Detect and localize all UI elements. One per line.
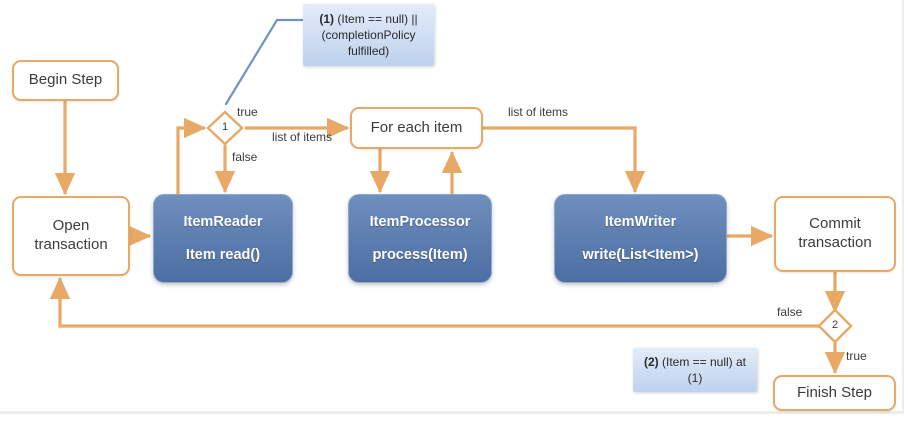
note-1-ref: (1)	[319, 11, 335, 26]
item-processor-name: ItemProcessor	[369, 214, 471, 230]
node-open-transaction[interactable]: Open transaction	[12, 196, 130, 276]
edge-label-true-1: true	[237, 105, 258, 119]
item-reader-name: ItemReader	[183, 214, 263, 230]
edge-foreach-to-writer	[483, 126, 646, 194]
item-writer-name: ItemWriter	[604, 214, 677, 230]
edge-reader-to-decision1	[176, 117, 207, 196]
note-2-ref: (2)	[643, 354, 659, 369]
callout-note-1: (1) (Item == null) || (completionPolicy …	[303, 4, 434, 66]
edge-label-true-2: true	[846, 349, 867, 363]
item-reader-method: Item read()	[185, 247, 261, 263]
decision-2-label: 2	[831, 319, 839, 331]
note-2-line2: (1)	[687, 371, 703, 385]
edge-label-list-of-items-2: list of items	[508, 105, 569, 119]
node-begin-step[interactable]: Begin Step	[12, 60, 119, 101]
decision-diamond-2	[817, 308, 853, 344]
commit-transaction-label-line2: transaction	[798, 234, 872, 251]
edge-label-list-of-items-1: list of items	[272, 130, 333, 144]
for-each-item-label: For each item	[370, 118, 463, 136]
item-writer-method: write(List<Item>)	[582, 247, 699, 263]
canvas-frame	[0, 0, 904, 414]
finish-step-label: Finish Step	[796, 383, 873, 401]
note-1-line3: fulfilled)	[347, 44, 390, 59]
leader-line-note-1	[224, 18, 305, 106]
decision-diamond-1	[206, 110, 244, 146]
edge-decision2-false-to-open	[49, 276, 820, 328]
decision-1-label: 1	[221, 121, 229, 133]
note-1-line1: (Item == null) ||	[337, 11, 418, 26]
edge-label-false-1: false	[232, 150, 258, 164]
commit-transaction-label-line1: Commit	[809, 215, 861, 233]
edge-label-false-2: false	[777, 305, 803, 319]
open-transaction-label-line1: Open	[52, 217, 90, 235]
component-item-processor[interactable]: ItemProcessor process(Item)	[348, 194, 492, 283]
node-finish-step[interactable]: Finish Step	[773, 375, 896, 411]
node-for-each-item[interactable]: For each item	[350, 107, 483, 149]
item-processor-method: process(Item)	[372, 247, 468, 263]
node-commit-transaction[interactable]: Commit transaction	[774, 196, 896, 272]
note-2-line1: (Item == null) at	[661, 354, 747, 369]
note-1-line2: (completionPolicy	[321, 27, 416, 42]
begin-step-label: Begin Step	[28, 71, 103, 89]
component-item-reader[interactable]: ItemReader Item read()	[153, 194, 293, 283]
open-transaction-label-line2: transaction	[34, 236, 108, 253]
component-item-writer[interactable]: ItemWriter write(List<Item>)	[554, 194, 727, 283]
callout-note-2: (2) (Item == null) at (1)	[633, 348, 757, 392]
